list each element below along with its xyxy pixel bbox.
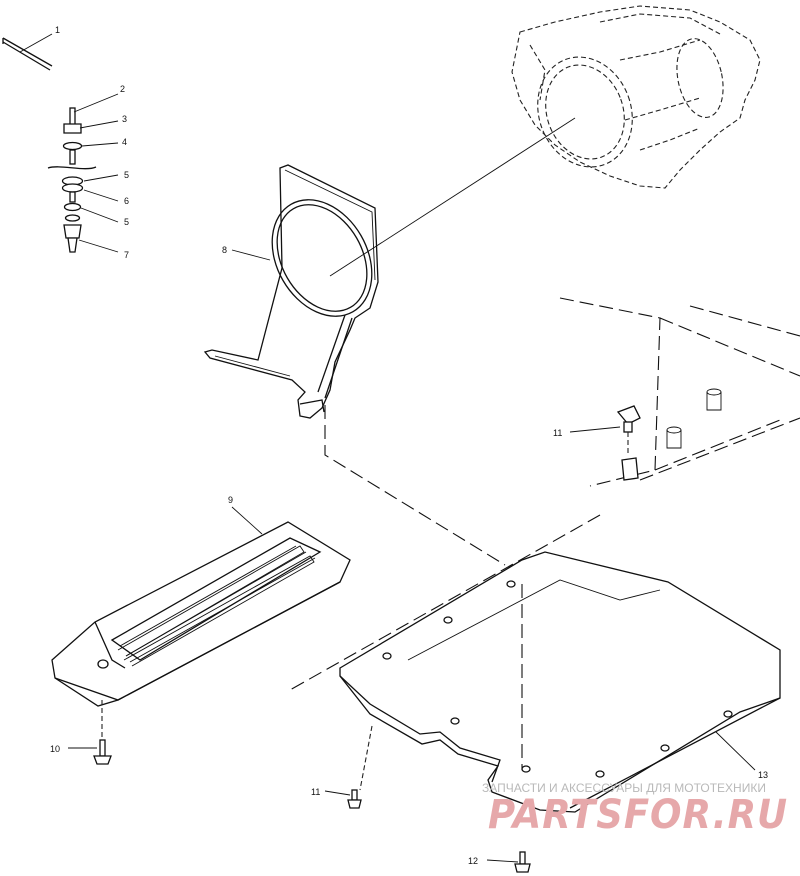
callout-11a: 11 [553, 428, 562, 438]
callout-6: 6 [124, 196, 129, 206]
watermark-brand: PARTSFOR.RU [488, 792, 788, 838]
part-1-cable-tie [2, 33, 53, 71]
callout-5b: 5 [124, 217, 129, 227]
callout-11b: 11 [311, 787, 320, 797]
callout-10: 10 [50, 744, 60, 754]
leader-bracket-to-engine [329, 117, 576, 277]
callout-2: 2 [120, 84, 125, 94]
part-12-screw [486, 851, 531, 873]
console-outline [559, 297, 800, 487]
engine-housing [511, 5, 761, 189]
callout-8: 8 [222, 245, 227, 255]
part-13-floor-pan [339, 551, 781, 813]
callout-9: 9 [228, 495, 233, 505]
callout-5a: 5 [124, 170, 129, 180]
part-11-plug [569, 405, 641, 481]
part-8-bracket [203, 164, 379, 419]
callout-7: 7 [124, 250, 129, 260]
watermark-subtitle: ЗАПЧАСТИ И АКСЕССУАРЫ ДЛЯ МОТОТЕХНИКИ [482, 781, 766, 795]
callout-13: 13 [758, 770, 768, 780]
part-11-screw-lower [324, 725, 373, 809]
callout-3: 3 [122, 114, 127, 124]
callout-12: 12 [468, 856, 478, 866]
callout-1: 1 [55, 25, 60, 35]
part-2-7-fastener-stack [47, 93, 119, 253]
part-9-floor-mat [51, 506, 351, 740]
watermark: ЗАПЧАСТИ И АКСЕССУАРЫ ДЛЯ МОТОТЕХНИКИ PA… [482, 781, 788, 838]
callout-4: 4 [122, 137, 127, 147]
part-10-screw [68, 739, 112, 765]
align-line-bracket [324, 405, 506, 566]
